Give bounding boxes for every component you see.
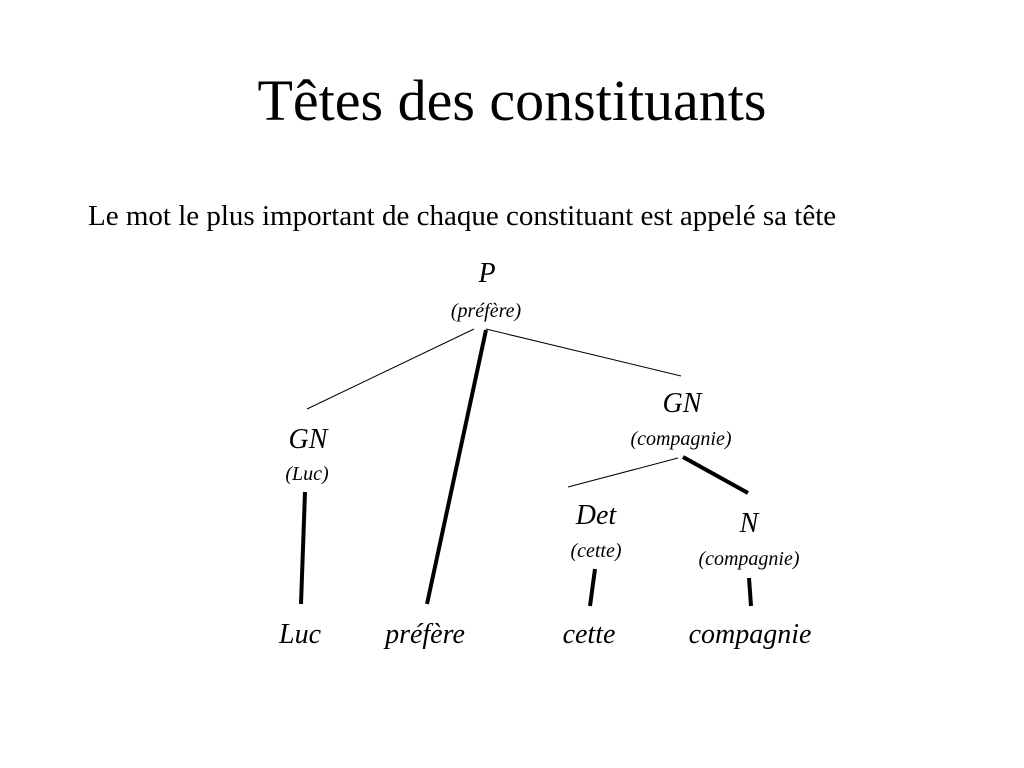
node-n-label: N [739, 508, 760, 539]
edge-gn-object-to-n-head [682, 455, 749, 495]
edge-det-to-cette-head [588, 568, 597, 607]
node-p-head: (préfère) [451, 300, 522, 322]
node-det-label: Det [575, 500, 618, 531]
edge-gn-object-to-det [567, 457, 679, 488]
node-gn-object-label: GN [663, 388, 703, 419]
edge-gn-subject-to-luc-head [299, 491, 307, 605]
node-p-label: P [477, 258, 495, 289]
node-gn-subject-head: (Luc) [285, 463, 329, 485]
edge-p-to-gn-object [485, 328, 682, 377]
edge-p-to-verb-head [425, 329, 488, 605]
leaf-word-prefere: préfère [383, 619, 465, 650]
node-gn-object-head: (compagnie) [630, 428, 731, 450]
edge-n-to-compagnie-head [747, 577, 753, 607]
node-gn-subject-label: GN [289, 424, 329, 455]
leaf-word-compagnie: compagnie [689, 619, 812, 650]
node-n-head: (compagnie) [698, 548, 799, 570]
slide-title: Têtes des constituants [257, 68, 767, 133]
node-det-head: (cette) [570, 540, 621, 562]
slide-body-text: Le mot le plus important de chaque const… [88, 200, 837, 232]
leaf-word-luc: Luc [278, 619, 322, 650]
leaf-word-cette: cette [563, 619, 616, 650]
edge-p-to-gn-subject [306, 328, 475, 410]
